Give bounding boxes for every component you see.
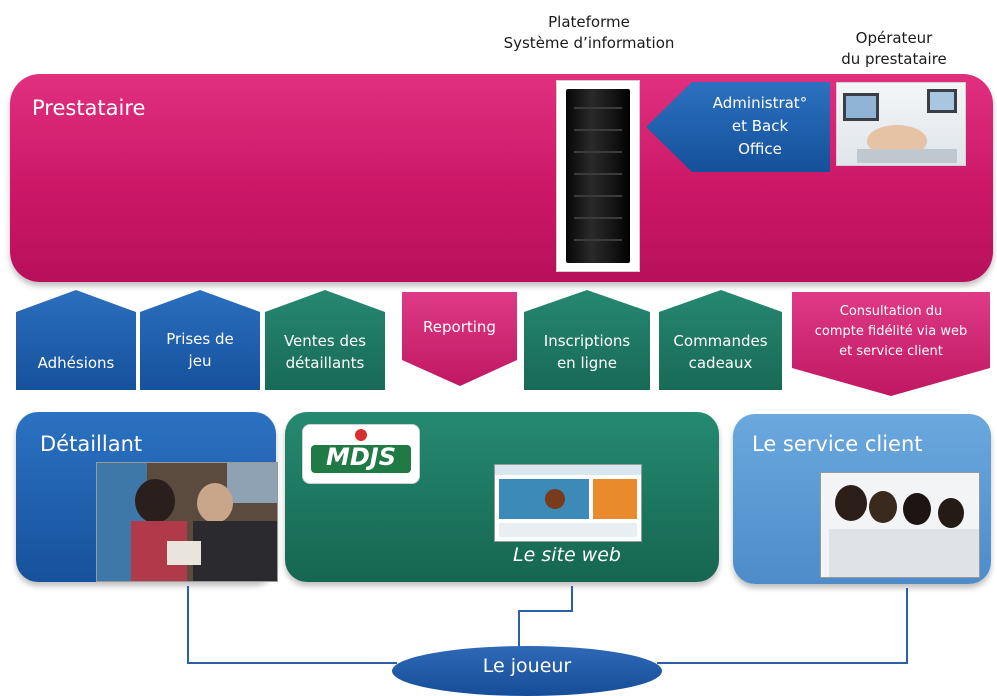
flow-ventes-shape — [265, 290, 385, 390]
operator-photo — [836, 82, 966, 166]
service-title: Le service client — [752, 432, 923, 456]
connector-mid-drop — [518, 610, 520, 648]
flow-reporting-line1: Reporting — [423, 318, 496, 336]
flow-ventes-line2: détaillants — [285, 354, 365, 372]
flow-prises-shape — [140, 290, 260, 390]
flow-inscriptions-line1: Inscriptions — [543, 332, 631, 350]
flow-inscriptions-shape — [524, 290, 650, 390]
flow-consultation-label: Consultation du compte fidélité via web … — [792, 302, 990, 362]
mdjs-logo-dot-icon — [355, 429, 367, 441]
flow-ventes-label: Ventes des détaillants — [265, 330, 385, 374]
flow-prises-label: Prises de jeu — [140, 328, 260, 372]
website-screenshot — [494, 464, 642, 542]
flow-consultation-line2: compte fidélité via web — [814, 324, 968, 339]
connector-mid-vertical — [571, 586, 573, 612]
admin-label-line1: Administrat° — [712, 94, 808, 112]
admin-label-line3: Office — [738, 140, 782, 158]
joueur-label: Le joueur — [482, 655, 572, 677]
website-caption: Le site web — [513, 544, 621, 566]
flow-commandes-label: Commandes cadeaux — [659, 330, 782, 374]
flow-adhesions-line1: Adhésions — [37, 354, 115, 372]
connector-left-vertical — [187, 586, 189, 664]
operator-label: Opérateur du prestataire — [814, 28, 974, 70]
platform-label-line1: Plateforme — [548, 13, 630, 31]
flow-commandes-shape — [659, 290, 782, 390]
flow-adhesions-shape — [16, 290, 136, 390]
mdjs-logo: MDJS — [302, 424, 420, 484]
flow-commandes-line1: Commandes — [673, 332, 768, 350]
detaillant-photo — [96, 462, 278, 582]
flow-inscriptions-label: Inscriptions en ligne — [524, 330, 650, 374]
connector-right-horizontal — [657, 662, 908, 664]
flow-ventes-line1: Ventes des — [283, 332, 367, 350]
flow-consultation-line1: Consultation du — [839, 304, 943, 319]
platform-label-line2: Système d’information — [503, 34, 675, 52]
admin-label-line2: et Back — [731, 117, 789, 135]
flow-commandes-line2: cadeaux — [688, 354, 753, 372]
connector-right-vertical — [906, 588, 908, 664]
service-photo — [820, 472, 980, 578]
admin-label: Administrat° et Back Office — [690, 92, 830, 161]
prestataire-title: Prestataire — [32, 96, 146, 120]
flow-consultation-line3: et service client — [839, 344, 943, 359]
admin-arrow-shape — [646, 82, 830, 172]
connector-mid-horizontal — [518, 610, 573, 612]
flow-reporting-shape — [402, 292, 517, 386]
server-image — [556, 80, 640, 272]
flow-prises-line1: Prises de — [166, 330, 234, 348]
connector-left-horizontal — [187, 662, 397, 664]
flow-prises-line2: jeu — [188, 352, 212, 370]
mdjs-logo-text: MDJS — [325, 443, 397, 471]
flow-reporting-label: Reporting — [402, 316, 517, 338]
detaillant-title: Détaillant — [40, 432, 143, 456]
server-rack-icon — [566, 89, 630, 263]
operator-label-line2: du prestataire — [841, 50, 947, 68]
operator-label-line1: Opérateur — [855, 29, 933, 47]
flow-inscriptions-line2: en ligne — [556, 354, 618, 372]
flow-adhesions-label: Adhésions — [16, 352, 136, 374]
platform-label: Plateforme Système d’information — [474, 12, 704, 54]
flow-consultation-shape — [792, 292, 990, 396]
